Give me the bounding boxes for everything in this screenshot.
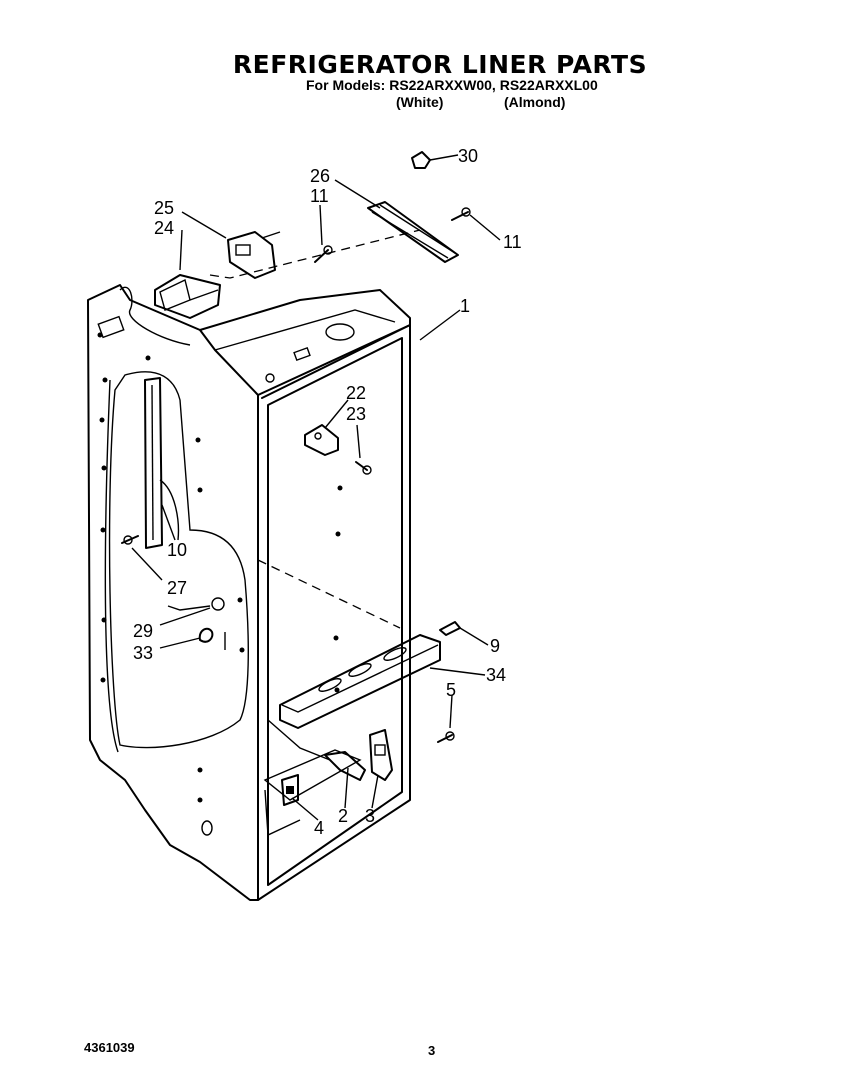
part-4-block <box>281 774 299 806</box>
part-30-clip <box>411 151 431 169</box>
liner-top-panel <box>199 289 411 399</box>
part-33-bulb <box>198 627 214 643</box>
part-11-screw-right <box>451 207 471 221</box>
callout-10: 10 <box>167 540 187 560</box>
callout-11-left: 11 <box>310 186 329 206</box>
part-11-screw-left <box>314 245 333 263</box>
callout-30: 30 <box>458 146 478 166</box>
callout-23: 23 <box>346 404 366 424</box>
variant-almond: (Almond) <box>504 94 566 110</box>
part-5-screw <box>437 731 455 743</box>
callout-4: 4 <box>314 818 324 838</box>
callout-34: 34 <box>486 665 506 685</box>
callout-29: 29 <box>133 621 153 641</box>
callout-9: 9 <box>490 636 500 656</box>
part-26-strip <box>367 201 459 263</box>
part-2-support <box>324 751 366 781</box>
page-title: REFRIGERATOR LINER PARTS <box>232 50 648 79</box>
callout-2: 2 <box>338 806 348 826</box>
inner-wall-outline <box>108 371 249 749</box>
part-23-screw <box>355 461 372 475</box>
callout-24: 24 <box>154 218 174 238</box>
part-22-bracket <box>304 424 339 456</box>
leader-lines <box>131 154 501 821</box>
part-27-screw <box>121 535 139 545</box>
part-25-bracket <box>227 231 281 279</box>
callout-3: 3 <box>365 806 375 826</box>
liner-left-wall <box>87 284 259 901</box>
shelf-rail <box>144 377 163 549</box>
part-34-shelf <box>279 634 441 729</box>
variant-white: (White) <box>396 94 444 110</box>
callout-5: 5 <box>446 680 456 700</box>
wall-holes <box>97 332 343 803</box>
model-numbers: For Models: RS22ARXXW00, RS22ARXXL00 <box>306 77 598 93</box>
callout-11-right: 11 <box>503 232 522 252</box>
callout-22: 22 <box>346 383 366 403</box>
callout-27: 27 <box>167 578 187 598</box>
liner-front-frame <box>257 324 411 901</box>
callout-25: 25 <box>154 198 174 218</box>
part-24-control-housing <box>154 274 221 319</box>
page-number: 3 <box>428 1043 436 1058</box>
callout-1: 1 <box>460 296 470 316</box>
callout-33: 33 <box>133 643 153 663</box>
callout-26: 26 <box>310 166 330 186</box>
part-3-bracket <box>369 729 393 781</box>
part-9-pin <box>439 621 461 636</box>
part-number: 4361039 <box>84 1040 135 1055</box>
part-29-socket <box>167 597 225 611</box>
